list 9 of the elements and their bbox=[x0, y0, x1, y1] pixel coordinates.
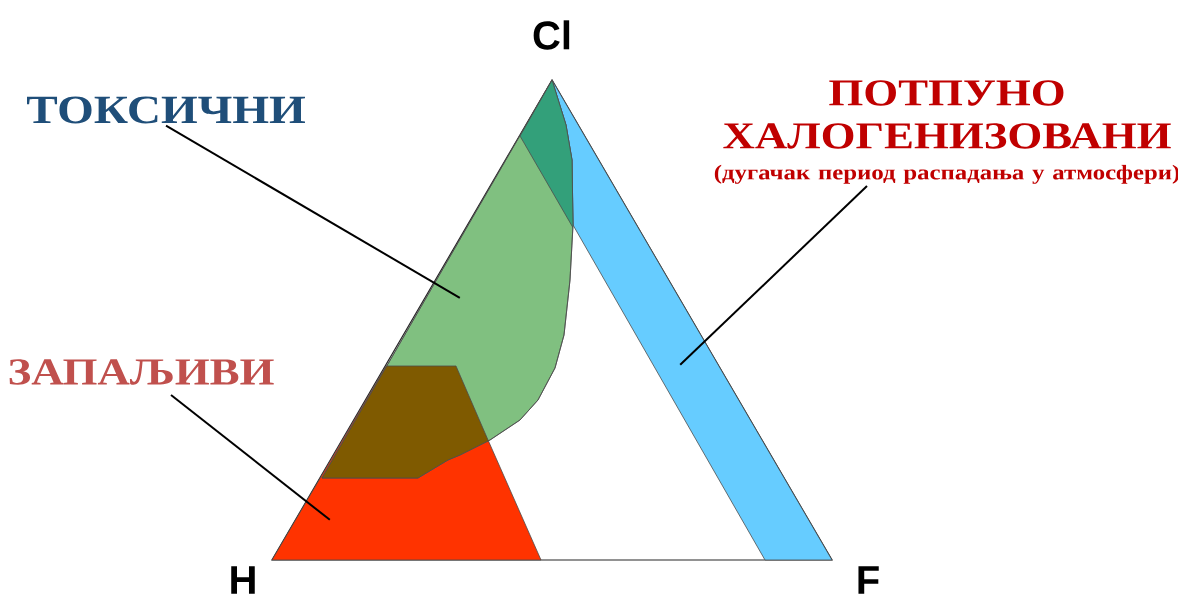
vertex-label: F bbox=[858, 566, 879, 594]
leader-line bbox=[165, 124, 461, 299]
leader-line bbox=[679, 185, 868, 366]
vertex-label: Cl bbox=[533, 20, 570, 50]
toxic-region bbox=[321, 79, 574, 479]
category-label: ЗАПАЉИВИ bbox=[9, 359, 274, 385]
category-label: ТОКСИЧНИ bbox=[27, 96, 305, 124]
vertex-label: H bbox=[231, 566, 255, 594]
leader-line bbox=[170, 393, 331, 521]
